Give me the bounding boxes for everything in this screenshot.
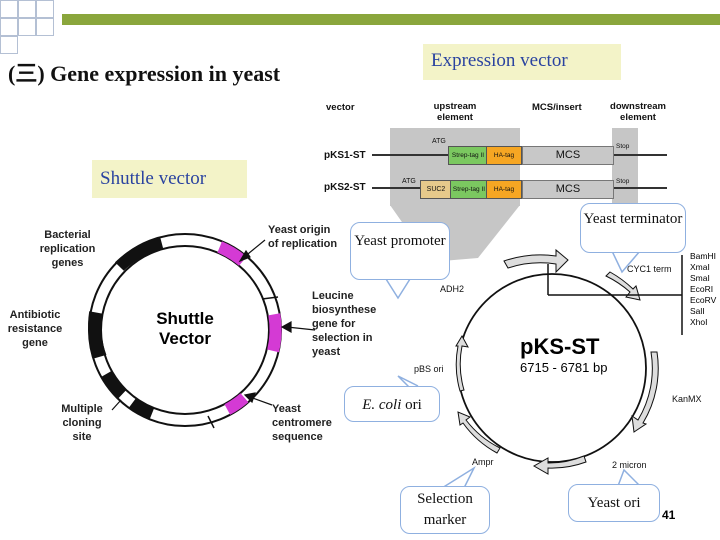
pks-ampr: Ampr (472, 457, 494, 467)
ecoli-ori-callout: E. coli ori (344, 386, 440, 422)
pks-2micron-arrow (532, 455, 587, 475)
bacterial-replication-label: Bacterial replication genes (39, 229, 96, 269)
pks-circle (455, 248, 683, 475)
shuttle-bacterial-segment (115, 237, 164, 271)
pks-adh2-arrow (503, 248, 569, 274)
centromere-label: Yeast centromere sequence (272, 403, 332, 443)
expression-vector-label: Expression vector (423, 44, 621, 80)
yeast-terminator-callout: Yeast terminator (580, 203, 686, 253)
header-mcs: MCS/insert (532, 102, 582, 113)
shuttle-center-title-1: Shuttle (156, 309, 214, 328)
row2-mcs: MCS (522, 180, 614, 199)
leucine-label: Leucine biosynthese gene for selection i… (312, 290, 377, 358)
yeast-ori-callout: Yeast ori (568, 484, 660, 522)
shuttle-vector-label: Shuttle vector (92, 160, 247, 198)
site-0: BamHI (690, 251, 716, 261)
shuttle-origin-segment (217, 241, 247, 266)
row2-ha: HA-tag (486, 180, 522, 199)
pks-name: pKS-ST (520, 334, 600, 359)
site-6: XhoI (690, 317, 708, 327)
pks-cyc1: CYC1 term (627, 264, 672, 274)
shuttle-mcs-segment (101, 371, 127, 399)
row1-stop: Stop (616, 143, 630, 150)
site-2: SmaI (690, 273, 710, 283)
gray-backdrop-right (612, 128, 638, 206)
page-number: 41 (662, 508, 676, 522)
pks-pbs-ori: pBS ori (414, 364, 444, 374)
shuttle-mcs-segment-2 (128, 398, 155, 420)
row2-atg: ATG (402, 178, 416, 185)
ecoli-ori-rest: ori (401, 397, 422, 413)
selection-marker-text: Selection marker (417, 491, 473, 528)
pks-cyc1-arrow (605, 271, 641, 301)
pks-adh2: ADH2 (440, 284, 465, 294)
yeast-terminator-text: Yeast terminator (583, 211, 683, 227)
yeast-promoter-text: Yeast promoter (354, 233, 446, 249)
yeast-ori-text: Yeast ori (587, 495, 641, 511)
shuttle-leucine-segment (267, 313, 282, 353)
header-downstream: downstream element (610, 101, 666, 123)
row1-name: pKS1-ST (324, 150, 366, 161)
site-4: EcoRV (690, 295, 717, 305)
pks-ori-arrow (455, 334, 469, 392)
row1-mcs: MCS (522, 146, 614, 165)
pks-sites: BamHI XmaI SmaI EcoRI EcoRV SalI XhoI (690, 251, 720, 328)
ecoli-ori-italic: E. coli (362, 397, 402, 413)
page-title: (三) Gene expression in yeast (8, 61, 281, 86)
row2-stop: Stop (616, 178, 630, 185)
shuttle-antibiotic-segment (88, 311, 107, 359)
shuttle-circle (88, 233, 282, 429)
header-vector: vector (326, 102, 355, 113)
shuttle-center-title-2: Vector (159, 329, 211, 348)
selection-marker-callout: Selection marker (400, 486, 490, 534)
site-3: EcoRI (690, 284, 714, 294)
antibiotic-resistance-label: Antibiotic resistance gene (7, 309, 63, 349)
header-upstream: upstream element (433, 101, 477, 123)
multiple-cloning-label: Multiple cloning site (61, 403, 103, 443)
pks-size: 6715 - 6781 bp (520, 360, 608, 375)
yeast-origin-label: Yeast origin of replication (268, 224, 338, 250)
site-1: XmaI (690, 262, 710, 272)
row2-name: pKS2-ST (324, 182, 366, 193)
header-bar (62, 14, 720, 25)
pks-amp-arrow (457, 411, 501, 454)
row1-atg: ATG (432, 138, 446, 145)
callout-tails (385, 250, 641, 489)
shuttle-arrows (111, 239, 316, 411)
pks-kanmx-arrow (631, 351, 659, 433)
pks-2micron: 2 micron (612, 460, 647, 470)
row1-ha: HA-tag (486, 146, 522, 165)
site-5: SalI (690, 306, 705, 316)
pks-kanmx: KanMX (672, 394, 702, 404)
shuttle-centromere-segment (224, 393, 249, 415)
yeast-promoter-callout: Yeast promoter (350, 222, 450, 280)
